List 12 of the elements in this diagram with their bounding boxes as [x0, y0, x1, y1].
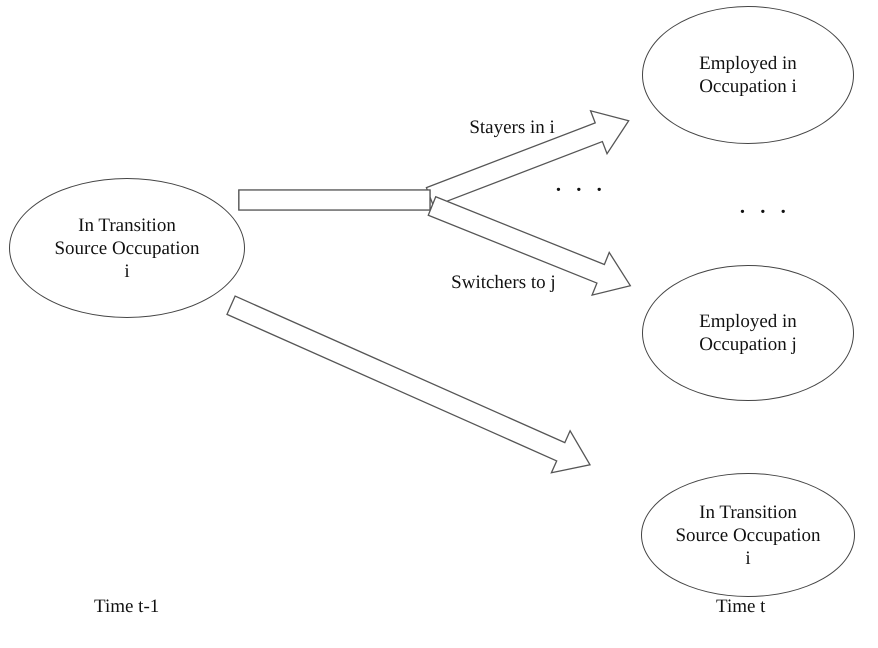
time-label: Time t	[716, 596, 766, 618]
time-label: Time t-1	[94, 596, 160, 618]
ellipsis-dots: • • •	[556, 183, 608, 199]
node-label: Employed in Occupation i	[698, 52, 798, 98]
node-label: Employed in Occupation j	[698, 310, 798, 356]
node-label: In Transition Source Occupation i	[53, 214, 201, 282]
node-label: In Transition Source Occupation i	[674, 500, 822, 570]
block-arrow	[226, 295, 592, 474]
block-arrow	[238, 189, 632, 296]
edge-label: Stayers in i	[469, 116, 555, 139]
edge-label: Switchers to j	[451, 272, 556, 294]
ellipsis-dots: • • •	[740, 205, 792, 221]
